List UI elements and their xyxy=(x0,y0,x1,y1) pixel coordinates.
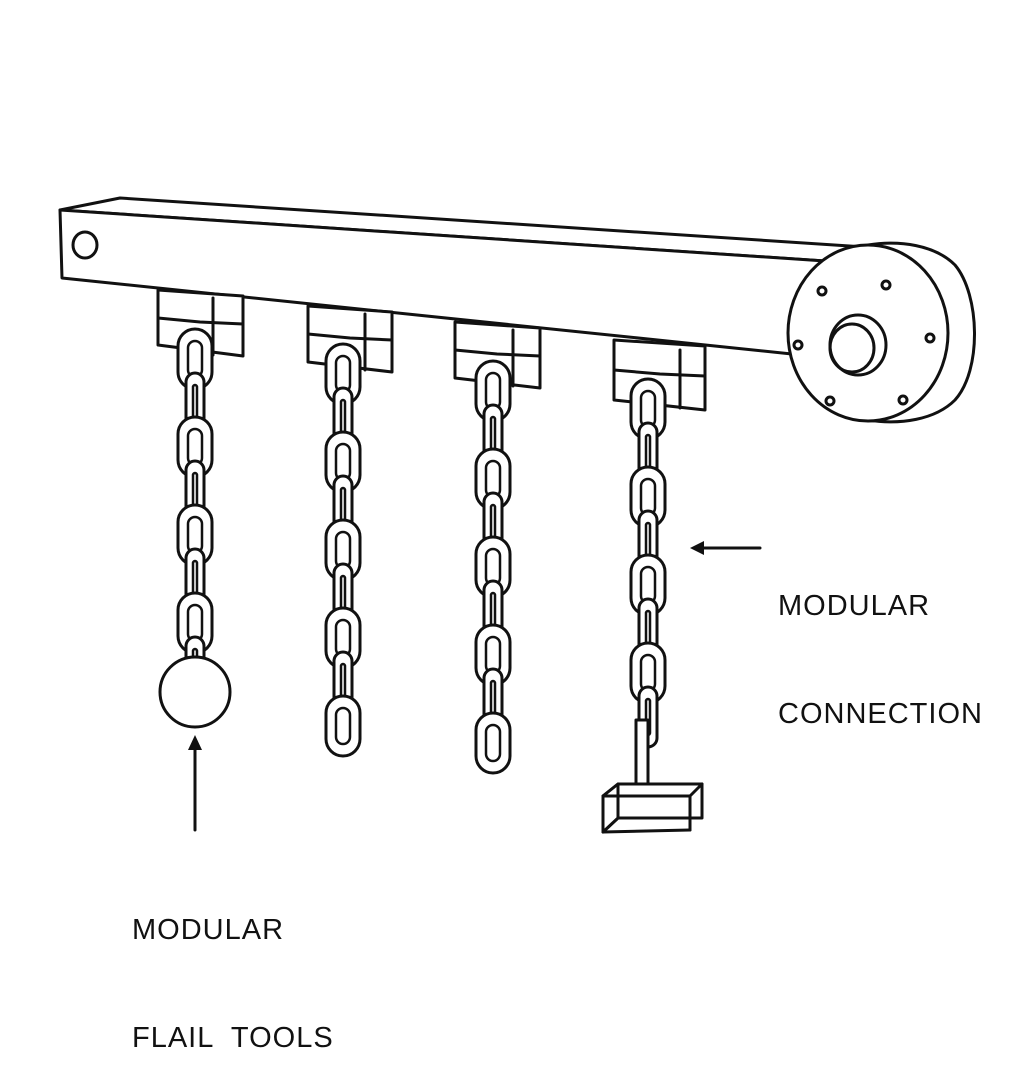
flail-diagram xyxy=(58,196,976,834)
modular-connection-label: MODULAR CONNECTION xyxy=(778,516,983,768)
chain-link xyxy=(324,694,362,758)
chain-link xyxy=(629,553,667,617)
beam-hole xyxy=(71,230,99,260)
chain-link xyxy=(176,327,214,391)
t-bar-hammer-tool xyxy=(601,718,704,834)
modular-flail-tools-label: MODULAR FLAIL TOOLS xyxy=(132,840,334,1092)
chain-link xyxy=(629,641,667,705)
chain-link xyxy=(176,415,214,479)
drive-drum xyxy=(786,241,976,424)
chain-link xyxy=(474,711,512,775)
beam xyxy=(58,196,882,360)
chain xyxy=(176,327,214,699)
ball-flail-tool xyxy=(158,655,232,729)
chain-link xyxy=(176,591,214,655)
chains xyxy=(176,327,667,775)
chain xyxy=(474,359,512,775)
label-line: CONNECTION xyxy=(778,698,983,730)
chain xyxy=(629,377,667,749)
connection-arrow xyxy=(690,541,762,555)
label-line: FLAIL TOOLS xyxy=(132,1022,334,1054)
tools-arrow xyxy=(188,735,202,832)
label-line: MODULAR xyxy=(132,914,285,946)
label-line: MODULAR xyxy=(778,590,931,622)
chain xyxy=(324,342,362,758)
